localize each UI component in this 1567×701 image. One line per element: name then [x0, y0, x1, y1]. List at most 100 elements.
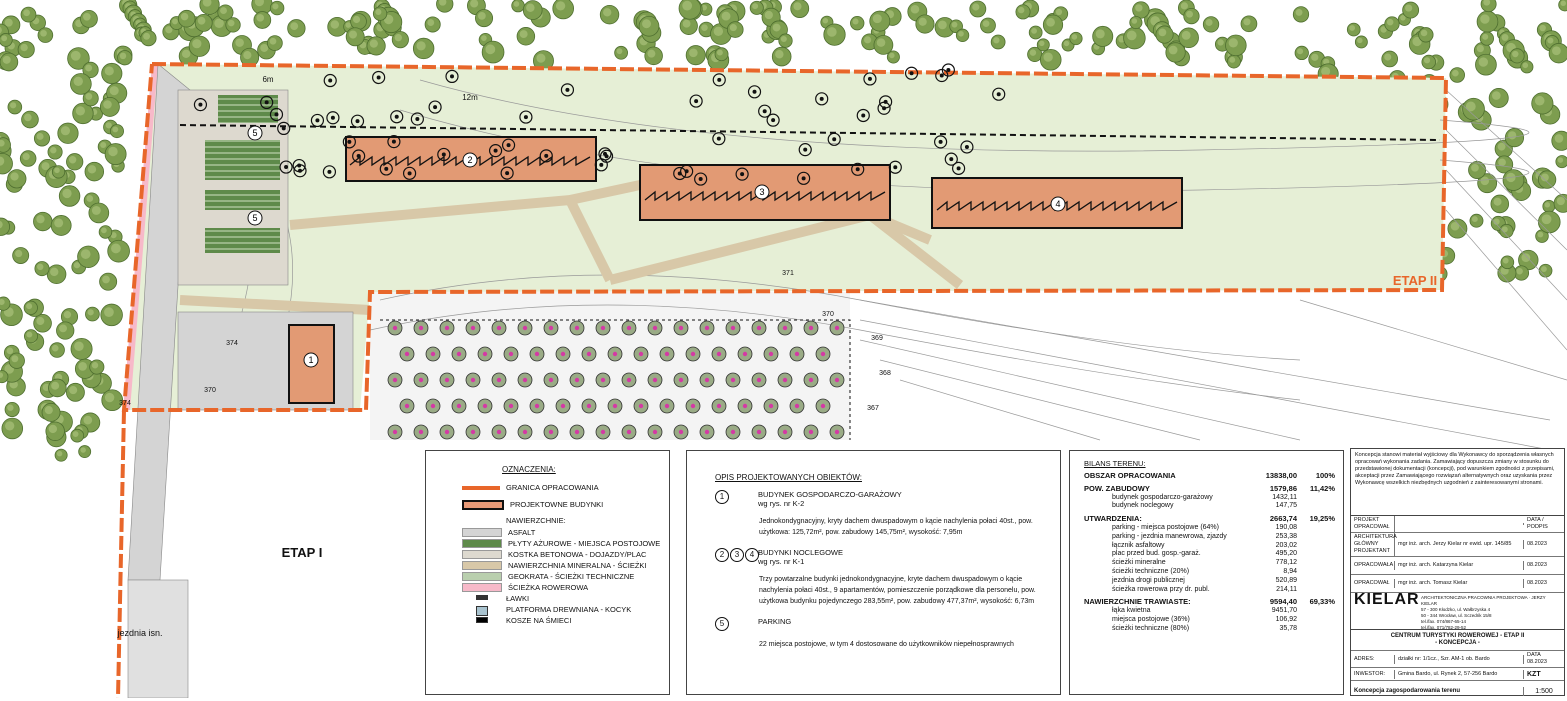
tree-icon: [0, 296, 11, 311]
tree-icon: [48, 378, 67, 398]
existing-tree-icon: [269, 107, 284, 122]
existing-tree-icon: [797, 171, 811, 185]
existing-tree-icon: [712, 73, 726, 87]
legend-swatch: [462, 572, 502, 581]
tree-icon: [89, 359, 105, 375]
tree-icon: [1500, 255, 1515, 270]
planted-tree-icon: [803, 320, 819, 336]
planted-tree-icon: [387, 320, 403, 336]
existing-tree-icon: [952, 161, 966, 175]
tree-icon: [19, 150, 37, 167]
balance-title: BILANS TERENU:: [1084, 459, 1146, 468]
balance-pct: [1297, 502, 1335, 511]
existing-tree-icon: [904, 66, 919, 80]
tree-icon: [1402, 1, 1420, 19]
parking-number: 5: [247, 210, 263, 226]
inwestor-label: INWESTOR:: [1351, 669, 1395, 679]
project-name: CENTRUM TURYSTYKI ROWEROWEJ - ETAP II: [1390, 633, 1525, 639]
tree-icon: [726, 21, 744, 38]
contour-label: 370: [822, 311, 834, 318]
balance-row: plac przed bud. gosp.-garaż.495,20: [1084, 550, 1335, 559]
tree-icon: [1178, 27, 1199, 49]
existing-tree-icon: [888, 160, 902, 174]
balance-value: 495,20: [1275, 550, 1297, 558]
tree-icon: [552, 0, 574, 20]
tree-icon: [0, 52, 19, 72]
balance-label: ścieżka rowerowa przy dr. publ.: [1112, 585, 1210, 593]
tree-icon: [644, 46, 663, 66]
planted-tree-icon: [815, 398, 831, 414]
planted-tree-icon: [387, 424, 403, 440]
tree-icon: [33, 211, 53, 232]
planted-trees: [387, 320, 845, 440]
tree-icon: [0, 33, 13, 47]
tb-date: 08.2023: [1527, 541, 1547, 547]
tree-icon: [1555, 155, 1567, 169]
balance-pct: [1297, 586, 1335, 595]
forest-trees: [0, 0, 1567, 462]
legend-label: KOSTKA BETONOWA - DOJAZDY/PLAC: [508, 550, 647, 559]
legend-label: ŚCIEŻKA ROWEROWA: [508, 583, 589, 592]
tree-icon: [34, 261, 50, 277]
planted-tree-icon: [517, 372, 533, 388]
tree-icon: [0, 217, 11, 236]
planted-tree-icon: [685, 398, 701, 414]
existing-tree-icon: [277, 121, 291, 136]
tree-icon: [50, 215, 72, 236]
balance-value: 778,12: [1275, 559, 1297, 567]
tree-icon: [1027, 46, 1043, 62]
object-description: Jednokondygnacyjny, kryty dachem dwuspad…: [759, 518, 1033, 536]
planted-tree-icon: [543, 424, 559, 440]
object-name: BUDYNKI NOCLEGOWE: [758, 548, 844, 557]
existing-tree-icon: [815, 92, 829, 106]
balance-pct: [1297, 533, 1335, 542]
tree-icon: [424, 16, 441, 33]
existing-tree-icon: [689, 94, 703, 108]
balance-label: ścieżki techniczne (20%): [1112, 567, 1190, 575]
existing-tree-icon: [519, 110, 533, 124]
planted-tree-icon: [725, 424, 741, 440]
existing-tree-icon: [766, 113, 780, 127]
tree-icon: [436, 0, 454, 13]
balance-pct: 11,42%: [1309, 483, 1335, 493]
object-number: 5: [715, 617, 729, 631]
tree-icon: [699, 2, 713, 16]
existing-tree-icon: [410, 112, 424, 126]
planted-tree-icon: [517, 320, 533, 336]
existing-tree-icon: [747, 85, 762, 99]
tree-icon: [412, 37, 435, 60]
tb-role: ARCHITEKTURA GŁÓWNY PROJEKTANT: [1351, 533, 1397, 556]
planted-tree-icon: [777, 424, 793, 440]
planted-tree-icon: [595, 320, 611, 336]
tree-icon: [1537, 170, 1557, 189]
existing-tree-icon: [402, 166, 417, 180]
object-number: 1: [715, 490, 729, 504]
legend-swatch: [462, 595, 500, 602]
tree-icon: [82, 90, 99, 107]
tree-icon: [990, 34, 1006, 50]
contour-label: 374: [119, 400, 131, 407]
adres-label: ADRES:: [1351, 654, 1395, 664]
planted-tree-icon: [413, 320, 429, 336]
planted-tree-icon: [439, 320, 455, 336]
existing-tree-icon: [694, 172, 708, 186]
tree-icon: [1202, 16, 1220, 33]
tree-icon: [1418, 27, 1434, 43]
date-value: 08.2023: [1527, 659, 1547, 665]
logo-subtitle: ARCHITEKTONICZNA PRACOWNIA PROJEKTOWA · …: [1421, 595, 1546, 606]
existing-tree-icon: [326, 111, 340, 125]
tree-icon: [1548, 43, 1567, 64]
existing-tree-icon: [352, 149, 366, 163]
title-block-note: Koncepcja stanowi materiał wyjściowy dla…: [1351, 449, 1564, 516]
existing-tree-icon: [758, 104, 772, 118]
tree-icon: [679, 16, 698, 35]
tree-icon: [710, 23, 732, 45]
tree-icon: [1537, 210, 1561, 234]
